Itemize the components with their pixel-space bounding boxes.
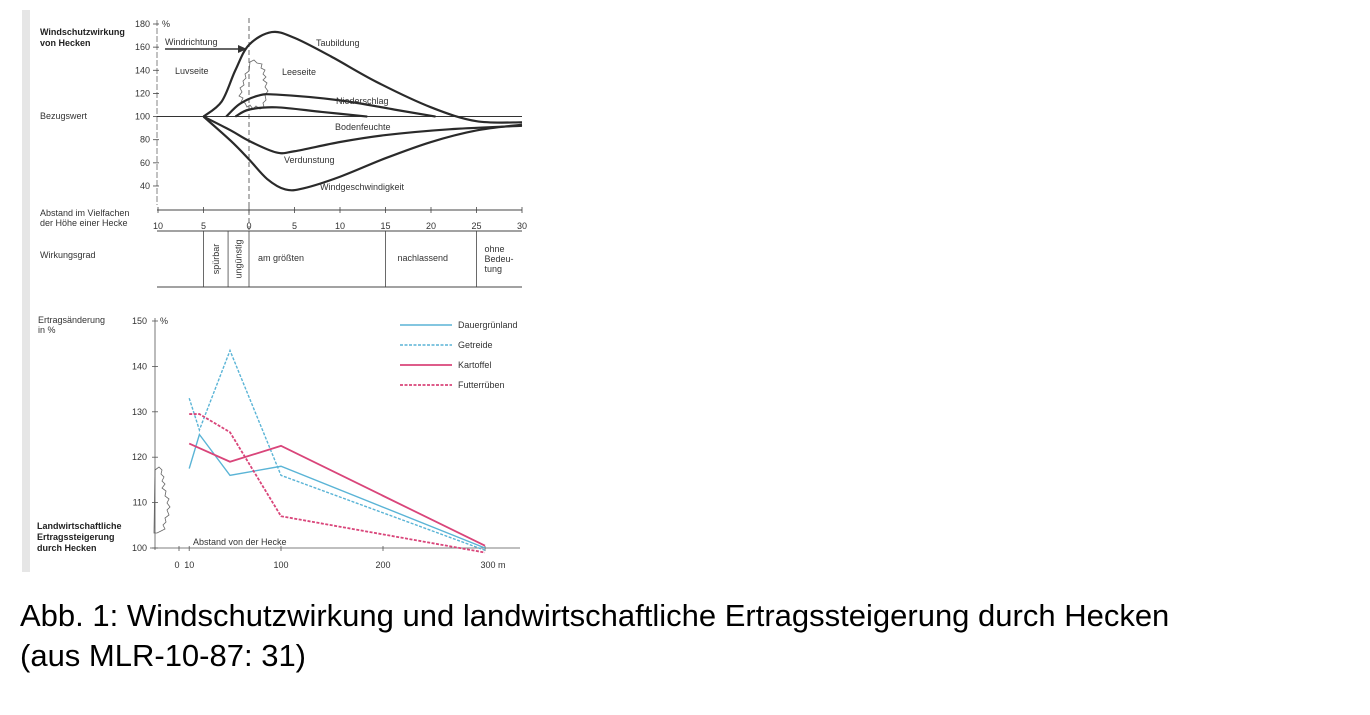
- curve-windgeschwindigkeit: [202, 115, 523, 192]
- curve-taubildung: [202, 30, 523, 124]
- y-tick-label: 120: [132, 452, 147, 462]
- x-tick-label: 20: [426, 221, 436, 231]
- band-zone-label: ungünstig: [234, 239, 244, 278]
- legend-label: Kartoffel: [458, 360, 491, 370]
- x-tick-label: 200: [375, 560, 390, 570]
- chart-title-line1: Windschutzwirkung: [40, 27, 125, 37]
- caption-line2: (aus MLR-10-87: 31): [20, 638, 307, 673]
- legend-label: Getreide: [458, 340, 493, 350]
- band-zone-label: spürbar: [211, 244, 221, 275]
- legend-label: Futterrüben: [458, 380, 505, 390]
- series-line-futterrüben: [189, 413, 486, 554]
- band-zone-label: am größten: [258, 253, 304, 263]
- series-line-kartoffel: [188, 442, 486, 547]
- wind-arrow-head: [238, 45, 247, 53]
- y-tick-label: 150: [132, 316, 147, 326]
- x-tick-label: 30: [517, 221, 527, 231]
- x-tick-label: 100: [273, 560, 288, 570]
- curve-niederschlag: [225, 93, 436, 118]
- chart-title-line1: Landwirtschaftliche: [37, 521, 122, 531]
- x-tick-label: 0: [174, 560, 179, 570]
- x-tick-label: 5: [201, 221, 206, 231]
- series-line-dauergrünland: [188, 432, 486, 549]
- curve-label: Bodenfeuchte: [335, 122, 391, 132]
- y-tick-label: 100: [132, 543, 147, 553]
- effect-band-label: Wirkungsgrad: [40, 250, 96, 260]
- scan-edge: [22, 10, 30, 572]
- curve-label: Windgeschwindigkeit: [320, 182, 405, 192]
- chart-title-line2: von Hecken: [40, 38, 91, 48]
- x-tick-label: 10: [335, 221, 345, 231]
- band-zone-label: Bedeu-: [485, 254, 514, 264]
- leeward-label: Leeseite: [282, 67, 316, 77]
- x-tick-label: 25: [471, 221, 481, 231]
- y-tick-label: 100: [135, 112, 150, 122]
- curve-bodenfeuchte: [234, 106, 368, 118]
- y-tick-label: 130: [132, 407, 147, 417]
- band-zone-label: nachlassend: [398, 253, 449, 263]
- caption-line1: Abb. 1: Windschutzwirkung und landwirtsc…: [20, 598, 1170, 633]
- curve-label: Verdunstung: [284, 155, 335, 165]
- y-tick-label: 160: [135, 42, 150, 52]
- y-tick-label: 60: [140, 158, 150, 168]
- windward-label: Luvseite: [175, 66, 209, 76]
- curve-label: Niederschlag: [336, 96, 389, 106]
- y-tick-label: 120: [135, 88, 150, 98]
- x-tick-label: 300 m: [480, 560, 505, 570]
- y-unit: %: [162, 19, 170, 29]
- wind-direction-label: Windrichtung: [165, 37, 218, 47]
- y-tick-label: 140: [135, 65, 150, 75]
- x-tick-label: 15: [380, 221, 390, 231]
- x-axis-label: Abstand von der Hecke: [193, 537, 287, 547]
- reference-label: Bezugswert: [40, 111, 88, 121]
- curve-verdunstung: [203, 115, 523, 155]
- y-tick-label: 180: [135, 19, 150, 29]
- band-zone-label: tung: [485, 264, 503, 274]
- y-tick-label: 40: [140, 181, 150, 191]
- x-axis-label-line1: Abstand im Vielfachen: [40, 208, 129, 218]
- x-tick-label: 10: [184, 560, 194, 570]
- y-unit: %: [160, 316, 168, 326]
- y-axis-label-line1: Ertragsänderung: [38, 315, 105, 325]
- x-axis-label-line2: der Höhe einer Hecke: [40, 218, 128, 228]
- chart-title-line2: Ertragssteigerung: [37, 532, 115, 542]
- x-tick-label: 0: [246, 221, 251, 231]
- chart-title-line3: durch Hecken: [37, 543, 97, 553]
- x-tick-label: 5: [292, 221, 297, 231]
- x-tick-label: 10: [153, 221, 163, 231]
- series-line-getreide: [188, 348, 486, 551]
- hedge-silhouette: [238, 59, 269, 110]
- legend-label: Dauergrünland: [458, 320, 518, 330]
- hedge-silhouette: [153, 466, 171, 534]
- y-tick-label: 140: [132, 361, 147, 371]
- y-tick-label: 80: [140, 135, 150, 145]
- y-tick-label: 110: [133, 498, 147, 508]
- yield-chart: Ertragsänderung in % Landwirtschaftliche…: [37, 315, 520, 570]
- figure-caption: Abb. 1: Windschutzwirkung und landwirtsc…: [20, 596, 1169, 676]
- windbreak-chart: Windschutzwirkung von Hecken Bezugswert …: [40, 18, 527, 288]
- band-zone-label: ohne: [485, 244, 505, 254]
- y-axis-label-line2: in %: [38, 325, 56, 335]
- curve-label: Taubildung: [316, 38, 360, 48]
